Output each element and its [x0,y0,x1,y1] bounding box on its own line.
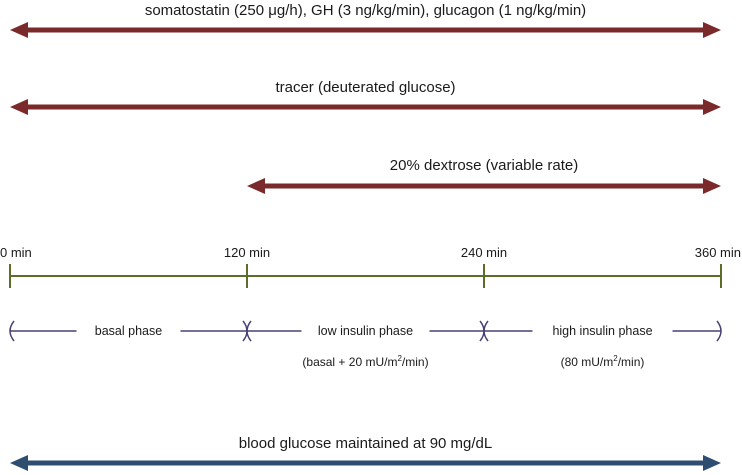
infusion-arrow-1: tracer (deuterated glucose) [10,79,721,115]
infusion-arrowhead-right [703,22,721,38]
infusion-arrowhead-right [703,178,721,194]
timeline-tick-1: 120 min [224,245,270,288]
infusion-arrow-0: somatostatin (250 μg/h), GH (3 ng/kg/min… [10,2,721,38]
timeline: 0 min 120 min 240 min 360 min [0,245,741,288]
glucose-arrowhead-right [703,455,721,471]
infusion-label-tracer: tracer (deuterated glucose) [275,79,455,96]
phase-basal: basal phase [9,320,248,342]
phase-label: basal phase [95,324,162,338]
infusion-arrow-2: 20% dextrose (variable rate) [247,157,721,194]
phase-label: high insulin phase [552,324,652,338]
glucose-arrowhead-left [10,455,28,471]
infusion-arrowhead-left [10,99,28,115]
tick-label: 0 min [0,245,32,260]
glucose-arrow: blood glucose maintained at 90 mg/dL [10,435,721,471]
infusion-label-dextrose: 20% dextrose (variable rate) [390,157,578,174]
phase-sublabel-pre: (basal + 20 mU/m [302,355,397,369]
phase-label: low insulin phase [318,324,413,338]
phase-sublabel-post: /min) [402,355,429,369]
tick-label: 120 min [224,245,270,260]
tick-label: 360 min [695,245,741,260]
phase-sublabel-post: /min) [618,355,645,369]
infusion-arrowhead-left [247,178,265,194]
phase-sublabel: (80 mU/m2/min) [561,354,645,369]
tick-label: 240 min [461,245,507,260]
phase-sublabel: (basal + 20 mU/m2/min) [302,354,428,369]
timeline-tick-0: 0 min [0,245,32,288]
infusion-label-somatostatin: somatostatin (250 μg/h), GH (3 ng/kg/min… [145,2,586,19]
phase-sublabel-pre: (80 mU/m [561,355,614,369]
phase-low-insulin: low insulin phase (basal + 20 mU/m2/min) [246,320,485,369]
timeline-tick-2: 240 min [461,245,507,288]
phase-high-insulin: high insulin phase (80 mU/m2/min) [483,320,722,369]
glucose-label: blood glucose maintained at 90 mg/dL [239,435,493,452]
timeline-tick-3: 360 min [695,245,741,288]
infusion-arrowhead-right [703,99,721,115]
phase-sublabel-sup: 2 [397,354,402,363]
infusion-arrowhead-left [10,22,28,38]
phase-sublabel-sup: 2 [613,354,618,363]
